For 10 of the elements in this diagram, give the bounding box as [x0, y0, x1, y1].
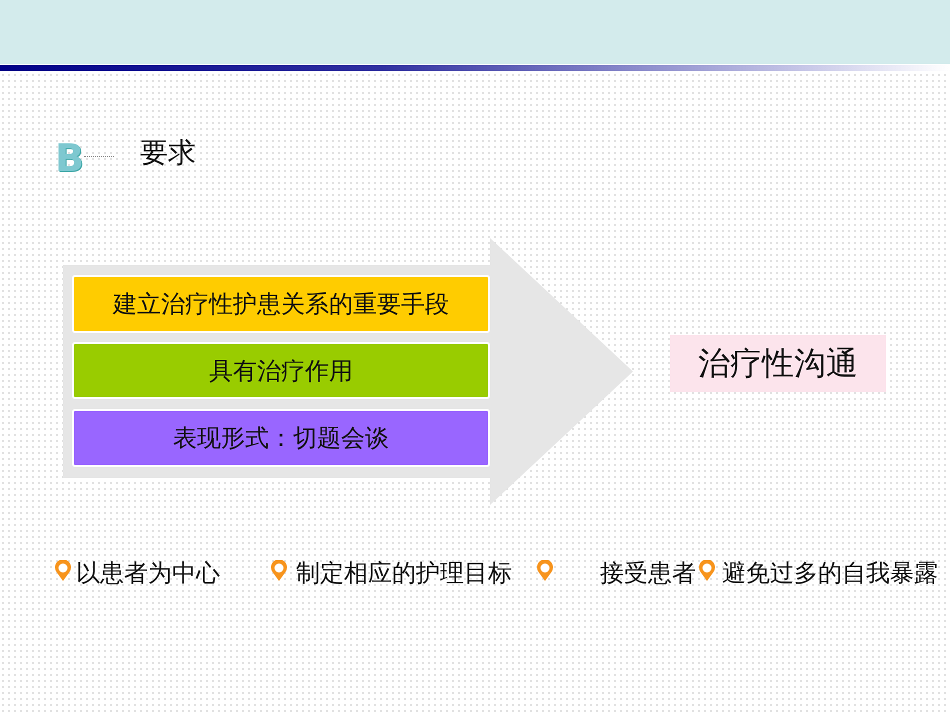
item-label: 接受患者 — [600, 558, 696, 588]
section-letter: B — [55, 138, 84, 178]
process-box: 表现形式：切题会谈 — [72, 409, 490, 467]
process-box: 建立治疗性护患关系的重要手段 — [72, 275, 490, 333]
item-label: 避免过多的自我暴露 — [722, 558, 938, 588]
process-box: 具有治疗作用 — [72, 342, 490, 399]
highlight-box: 治疗性沟通 — [670, 335, 886, 392]
heading: 要求 — [140, 138, 196, 168]
item-label: 以患者为中心 — [76, 558, 220, 588]
item-label: 制定相应的护理目标 — [296, 558, 512, 588]
